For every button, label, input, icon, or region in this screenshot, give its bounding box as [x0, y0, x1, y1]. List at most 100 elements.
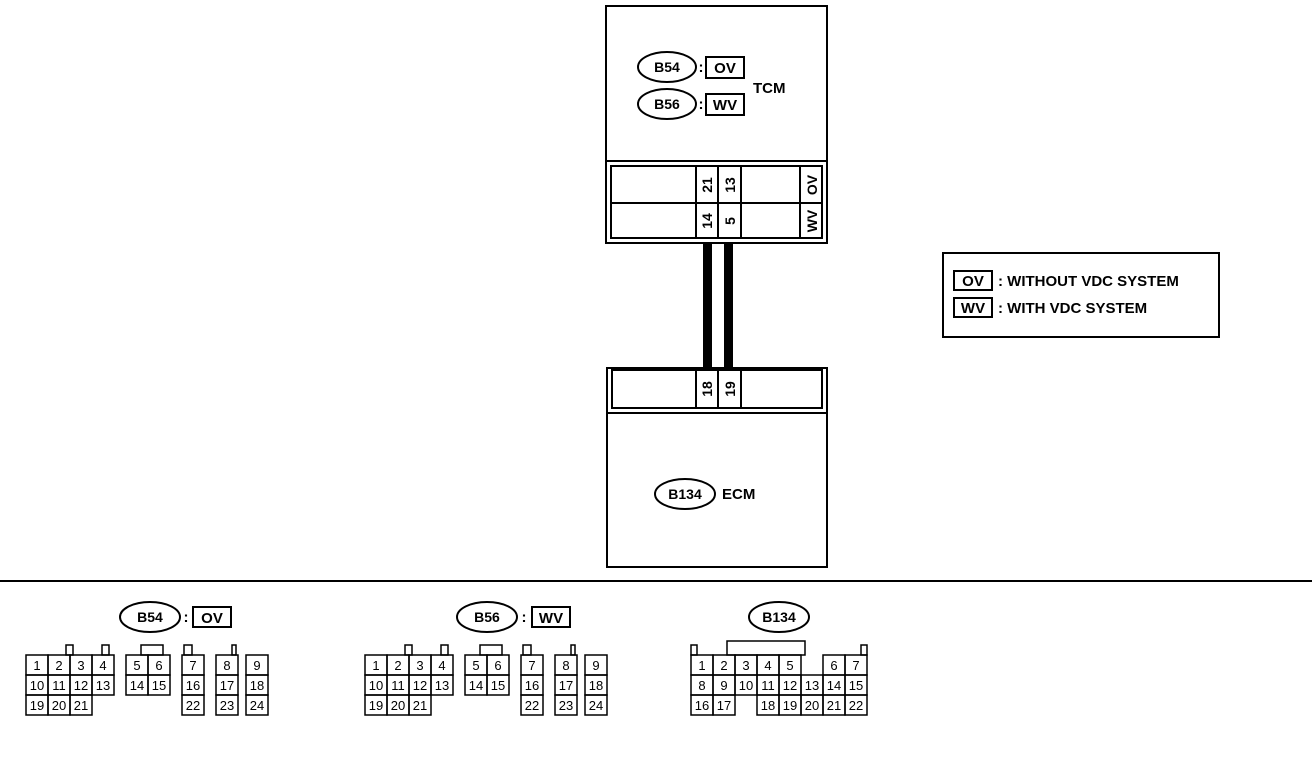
tcm-row2-tag: WV	[804, 209, 820, 232]
b54-pin-16: 16	[186, 678, 200, 693]
b54-pin-3: 3	[77, 658, 84, 673]
b54-pin-9: 9	[253, 658, 260, 673]
b54-pin-21: 21	[74, 698, 88, 713]
tcm-connector-b56: B56	[654, 96, 680, 112]
b56-label: B56	[474, 609, 500, 625]
b56-pin-1: 1	[372, 658, 379, 673]
b56-pin-10: 10	[369, 678, 383, 693]
b56-colon: :	[522, 609, 527, 626]
b54-pin-10: 10	[30, 678, 44, 693]
b54-pin-20: 20	[52, 698, 66, 713]
connector-face-b134: B134	[748, 601, 810, 633]
b56-pin-6: 6	[494, 658, 501, 673]
b56-pin-15: 15	[491, 678, 505, 693]
b56-pin-24: 24	[589, 698, 603, 713]
b54-pin-17: 17	[220, 678, 234, 693]
b54-pin-6: 6	[155, 658, 162, 673]
b134-pin-5: 5	[786, 658, 793, 673]
b134-pin-10: 10	[739, 678, 753, 693]
legend-ov-code: OV	[962, 273, 984, 290]
b134-pin-3: 3	[742, 658, 749, 673]
ecm-connector-b134: B134	[668, 486, 702, 502]
b134-pin-1: 1	[698, 658, 705, 673]
b134-pin-18: 18	[761, 698, 775, 713]
b54-pin-14: 14	[130, 678, 144, 693]
b54-pin-11: 11	[52, 678, 66, 693]
b54-pin-15: 15	[152, 678, 166, 693]
b134-pin-9: 9	[720, 678, 727, 693]
b56-pin-11: 11	[391, 678, 405, 693]
legend: OV : WITHOUT VDC SYSTEM WV : WITH VDC SY…	[942, 252, 1220, 338]
b56-pin-14: 14	[469, 678, 483, 693]
tcm-variant-ov: OV	[714, 60, 736, 77]
b56-pin-8: 8	[562, 658, 569, 673]
tcm-connector-b54: B54	[654, 59, 680, 75]
b54-pin-13: 13	[96, 678, 110, 693]
b56-pin-18: 18	[589, 678, 603, 693]
b56-pin-17: 17	[559, 678, 573, 693]
b56-pin-12: 12	[413, 678, 427, 693]
b134-pin-4: 4	[764, 658, 771, 673]
tcm-variant-wv: WV	[713, 97, 737, 114]
b134-pin-16: 16	[695, 698, 709, 713]
ecm-label: ECM	[722, 486, 755, 503]
b134-pin-19: 19	[783, 698, 797, 713]
tcm-label: TCM	[753, 80, 786, 97]
b56-pin-20: 20	[391, 698, 405, 713]
b134-pin-20: 20	[805, 698, 819, 713]
b56-pin-5: 5	[472, 658, 479, 673]
b56-pin-23: 23	[559, 698, 573, 713]
tcm-pin-14: 14	[699, 213, 715, 229]
b134-pin-11: 11	[761, 678, 775, 693]
b54-label: B54	[137, 609, 163, 625]
b54-pin-19: 19	[30, 698, 44, 713]
b56-pin-3: 3	[416, 658, 423, 673]
b134-label: B134	[762, 609, 796, 625]
tcm-row1-tag: OV	[804, 174, 820, 195]
b56-pin-16: 16	[525, 678, 539, 693]
b54-pin-18: 18	[250, 678, 264, 693]
b54-pin-1: 1	[33, 658, 40, 673]
b134-pin-21: 21	[827, 698, 841, 713]
b54-pin-24: 24	[250, 698, 264, 713]
b56-pin-2: 2	[394, 658, 401, 673]
tcm-pin-13: 13	[722, 177, 738, 193]
b54-pin-7: 7	[189, 658, 196, 673]
b134-pin-7: 7	[852, 658, 859, 673]
ecm-pin-19: 19	[722, 381, 738, 397]
legend-wv-text: : WITH VDC SYSTEM	[998, 300, 1147, 317]
tcm-module: 21 13 OV 14 5 WV B54 : OV B56 : WV TCM	[605, 5, 828, 244]
b54-pin-4: 4	[99, 658, 106, 673]
b134-pin-2: 2	[720, 658, 727, 673]
tcm-colon-a: :	[699, 59, 704, 76]
b56-pin-22: 22	[525, 698, 539, 713]
legend-ov-text: : WITHOUT VDC SYSTEM	[998, 273, 1179, 290]
tcm-pin-21: 21	[699, 177, 715, 193]
ecm-module: 18 19 B134 ECM	[606, 367, 828, 568]
b134-pin-6: 6	[830, 658, 837, 673]
b56-pin-19: 19	[369, 698, 383, 713]
b56-variant: WV	[539, 610, 563, 627]
b134-pin-14: 14	[827, 678, 841, 693]
wire-harness	[703, 242, 733, 368]
b56-pin-9: 9	[592, 658, 599, 673]
b54-pin-2: 2	[55, 658, 62, 673]
tcm-pin-5: 5	[722, 217, 738, 225]
b54-pin-23: 23	[220, 698, 234, 713]
b54-pin-5: 5	[133, 658, 140, 673]
b134-pin-22: 22	[849, 698, 863, 713]
b54-pin-22: 22	[186, 698, 200, 713]
b54-variant: OV	[201, 610, 223, 627]
b54-pin-12: 12	[74, 678, 88, 693]
connector-face-b56: B56 : WV	[456, 601, 571, 633]
b134-pin-15: 15	[849, 678, 863, 693]
tcm-colon-b: :	[699, 96, 704, 113]
b134-pin-8: 8	[698, 678, 705, 693]
connector-face-b54: B54 : OV	[119, 601, 232, 633]
b134-pin-17: 17	[717, 698, 731, 713]
b56-pin-7: 7	[528, 658, 535, 673]
